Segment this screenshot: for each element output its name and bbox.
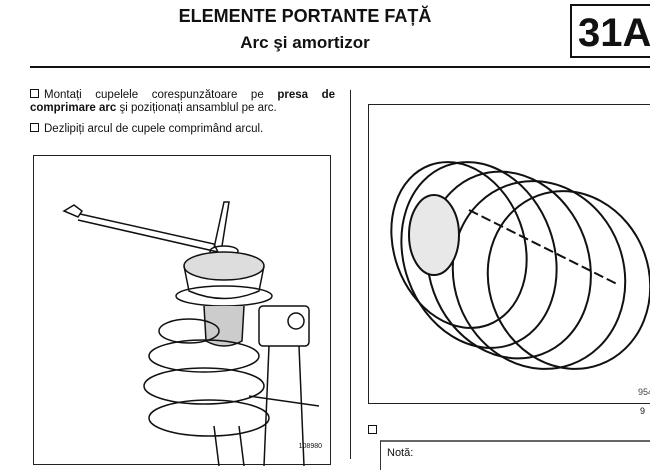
- note-box: Notă:: [380, 440, 650, 470]
- checkbox-bullet-icon: [30, 89, 39, 98]
- page-subtitle: Arc şi amortizor: [240, 33, 370, 52]
- instruction-bold: presa de comprimare arc: [30, 89, 335, 114]
- instruction-text: Dezlipiți arcul de cupele comprimând arc…: [44, 123, 264, 135]
- figure-ref-secondary: 9: [640, 406, 646, 416]
- page-title: ELEMENTE PORTANTE FAȚĂ: [178, 6, 432, 26]
- column-divider: [350, 90, 351, 459]
- spring-strut-illustration: [62, 201, 320, 467]
- coil-spring-illustration: [390, 161, 650, 370]
- section-code: 31A: [570, 4, 650, 58]
- figure-ref: 108980: [298, 443, 322, 450]
- checkbox-bullet-icon: [30, 123, 39, 132]
- figure-spring: 954: [368, 104, 650, 404]
- figure-ref: 954: [637, 387, 650, 397]
- header-rule: [30, 66, 650, 68]
- checkbox-bullet-icon: [368, 425, 377, 434]
- instruction-text: şi poziționați ansamblul pe arc.: [116, 102, 277, 114]
- figure-spring-compressor: 108980: [33, 155, 331, 467]
- instruction-1: Montați cupelele corespunzătoare pe pres…: [30, 89, 335, 115]
- instruction-2: Dezlipiți arcul de cupele comprimând arc…: [30, 123, 335, 136]
- note-label: Notă:: [387, 447, 414, 459]
- instruction-text: Montați cupelele corespunzătoare pe: [44, 89, 278, 101]
